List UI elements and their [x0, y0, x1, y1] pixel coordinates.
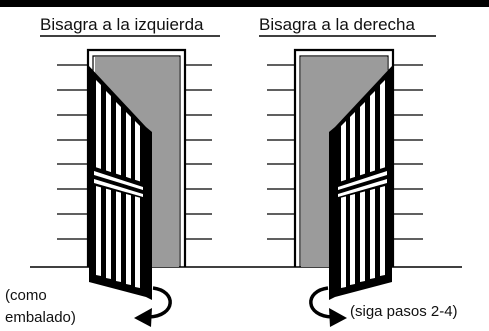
left-door-leaf: [89, 66, 152, 300]
left-door-frame: [86, 48, 187, 267]
left-swing-arrow: [148, 286, 172, 319]
right-panel-note: (siga pasos 2-4): [350, 303, 458, 320]
right-arrowhead: [329, 308, 347, 327]
left-panel-note-line2: embalado): [5, 309, 76, 326]
left-panel-title: Bisagra a la izquierda: [40, 15, 204, 34]
right-door-assembly: [267, 48, 423, 327]
left-door-assembly: [57, 48, 212, 327]
right-door-frame: [293, 48, 395, 267]
left-arrowhead: [134, 308, 152, 327]
right-wall-siding: [267, 64, 423, 240]
left-panel-note-line1: (como: [5, 287, 47, 304]
right-door-leaf: [329, 66, 392, 300]
right-panel-title: Bisagra a la derecha: [259, 15, 415, 34]
header-band: [0, 0, 489, 7]
left-wall-siding: [57, 64, 212, 240]
right-swing-arrow: [309, 286, 333, 319]
